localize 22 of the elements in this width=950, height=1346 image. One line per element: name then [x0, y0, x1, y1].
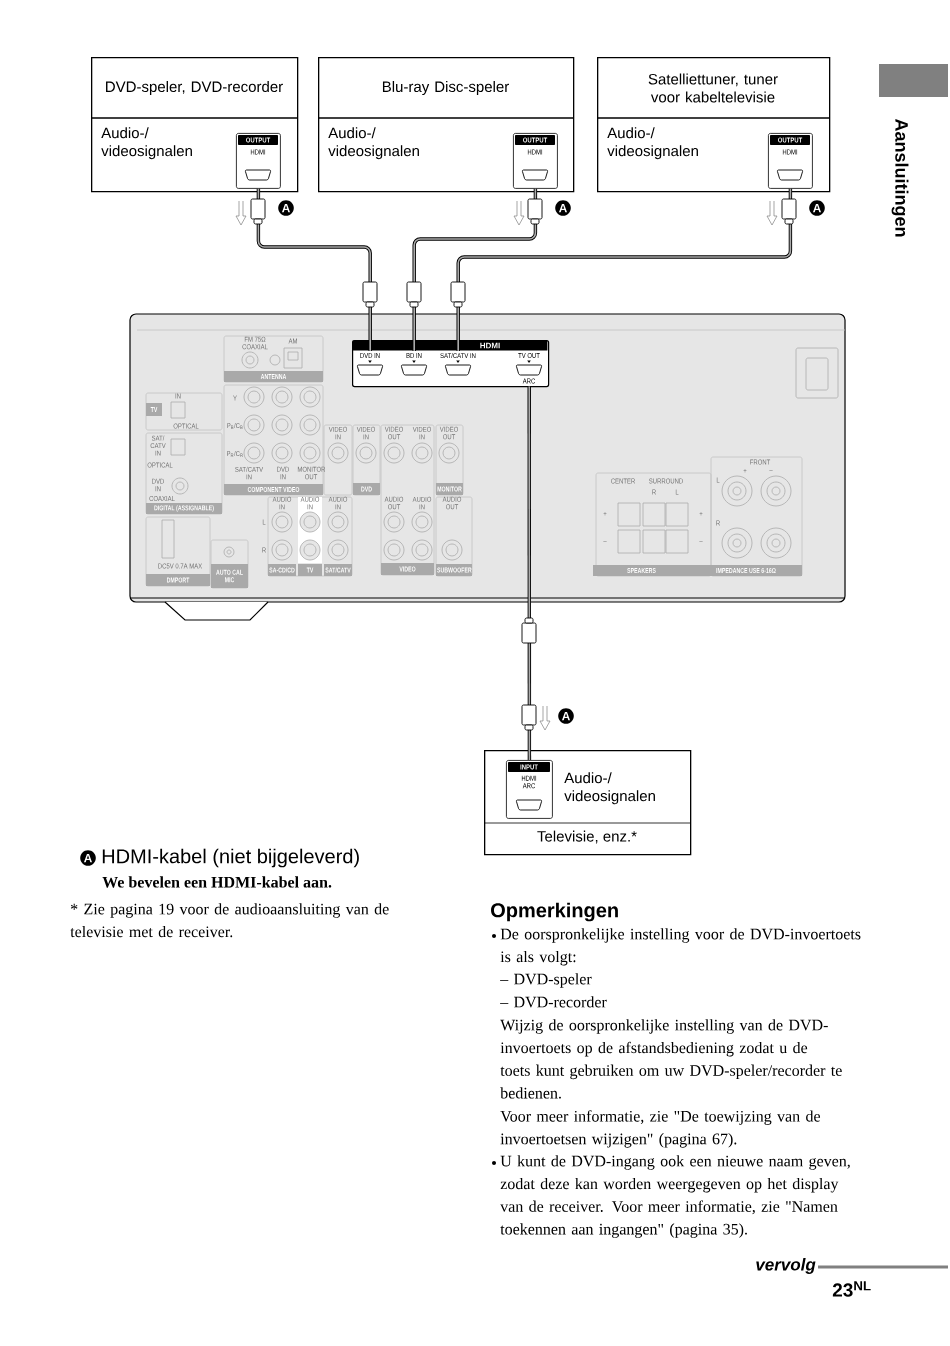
note-text: Voor meer informatie, zie "De toewijzing van de invoertoetsen wijzigen" (pagina 67).	[500, 1110, 821, 1148]
recommendation-text: We bevelen een HDMI-kabel aan.	[102, 876, 332, 888]
section-tab-label: Aansluitingen	[891, 118, 909, 237]
callout-letter: A	[555, 200, 571, 216]
hdmi-cable	[412, 188, 538, 352]
callout-letter: A	[80, 850, 96, 866]
note-text: U kunt de DVD-ingang ook een nieuwe naam geven, zodat deze kan worden weergegeven op het display van de receiver. Voor meer informatie, zie "Namen toekennen aan ingangen" (pagina 35).	[492, 1155, 850, 1238]
section-heading: Opmerkingen	[491, 902, 618, 922]
note-text: – DVD-speler	[500, 973, 592, 988]
callout-letter: A	[278, 200, 294, 216]
callout-letter: A	[558, 708, 574, 724]
cable-caption: HDMI-kabel (niet bijgeleverd)	[102, 848, 359, 868]
footnote-text: * Zie pagina 19 voor de audioaansluiting van de televisie met de receiver.	[70, 903, 389, 938]
hdmi-cable	[527, 385, 532, 761]
callout-letter: A	[809, 200, 825, 216]
hdmi-cable	[256, 188, 372, 352]
note-text: De oorspronkelijke instelling voor de DVD-invoertoets is als volgt:	[492, 928, 861, 966]
hdmi-cable	[456, 188, 793, 352]
note-text: Wijzig de oorspronkelijke instelling van de DVD-invoertoets op de afstandsbediening zodat u de toets kunt gebruiken om uw DVD-speler/recorder te bedienen.	[500, 1019, 842, 1099]
continuation-text: vervolg	[756, 1258, 816, 1274]
note-text: – DVD-recorder	[500, 996, 607, 1008]
page-number: 23$^{NL}$	[832, 1281, 871, 1297]
